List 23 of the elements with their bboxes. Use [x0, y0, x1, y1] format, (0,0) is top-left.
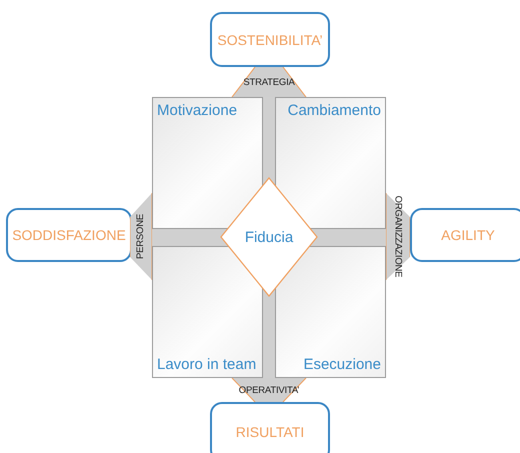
quadrant-label: Esecuzione	[303, 356, 381, 373]
outcome-label: AGILITY	[441, 227, 495, 243]
quadrant-label: Cambiamento	[288, 102, 381, 119]
quadrant-square	[275, 97, 386, 229]
quadrant-label: Lavoro in team	[157, 356, 256, 373]
quadrant-square	[152, 246, 263, 378]
center-label: Fiducia	[244, 228, 294, 246]
quadrant-square	[152, 97, 263, 229]
rounded-box	[410, 208, 520, 262]
rounded-box	[210, 402, 330, 453]
rounded-box	[210, 12, 330, 67]
band-label: STRATEGIA	[243, 76, 295, 88]
outcome-label: SODDISFAZIONE	[12, 227, 126, 243]
connector-band	[130, 193, 152, 280]
rounded-box	[6, 208, 132, 262]
outcome-label: SOSTENIBILITA’	[217, 32, 323, 48]
quadrant-label: Motivazione	[157, 102, 238, 119]
band-label: PERSONE	[136, 214, 146, 260]
center-diamond	[220, 177, 318, 297]
quadrant-square	[275, 246, 386, 378]
connector-band	[231, 67, 307, 97]
outcome-label: RISULTATI	[236, 424, 304, 440]
band-label: ORGANIZZAZIONE	[392, 195, 404, 277]
